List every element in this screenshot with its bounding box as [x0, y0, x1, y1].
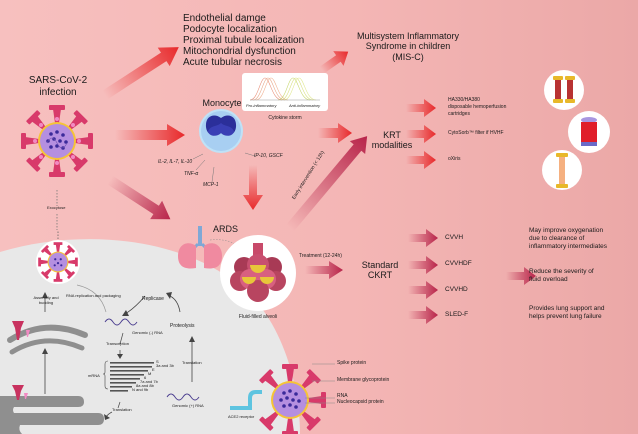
ckrt-mode-cvvh: CVVH: [445, 234, 464, 241]
tnf-alpha-label: TNF-α: [184, 171, 199, 177]
ards-label: ARDS: [213, 224, 239, 234]
krt-modalities-label: KRT modalities: [371, 130, 413, 151]
kidney-effect-item: Acute tubular necrosis: [183, 57, 282, 68]
anti-inflammatory-label: Anti-inflammatory: [289, 103, 321, 108]
ace2-receptor: [230, 390, 262, 410]
ckrt-benefit-fluid-overload: Reduce the severity of fluid overload: [529, 268, 594, 283]
genomic-pos-rna-wave: [166, 393, 200, 401]
transcription-label: Transcription: [106, 341, 129, 346]
krt-option-ha330: HA330/HA380 disposable hemoperfusion car…: [448, 97, 507, 117]
infection-title: SARS-CoV-2 infection: [28, 75, 88, 98]
budding-virus: [38, 242, 78, 282]
kidney-effect-item: Mitochondrial dysfunction: [183, 46, 296, 57]
spike-protein-label: Spike protein: [337, 360, 367, 366]
ha330-cartridges-illustration: [544, 70, 584, 110]
assembly-budding-label: Assembly and budding: [33, 295, 59, 305]
translation-bottom-label: Translation: [112, 407, 132, 412]
sars-cov-2-virus: [21, 105, 93, 177]
ckrt-mode-cvvhdf: CVVHDF: [445, 260, 472, 267]
membrane-glycoprotein-label: Membrane glycoprotein: [337, 377, 390, 383]
rna-label: RNA: [337, 393, 348, 399]
standard-ckrt-label: Standard CKRT: [361, 260, 399, 281]
ckrt-benefit-lung-support: Provides lung support and helps prevent …: [529, 305, 605, 320]
endoplasmic-reticulum: [0, 396, 104, 434]
cytokines-left-label: IL-2, IL-7, IL-10: [158, 159, 193, 165]
nucleocapsid-protein-label: Nucleocapsid protein: [337, 399, 384, 405]
lungs-illustration: [178, 226, 222, 269]
rna-replication-label: RNA replication and packaging: [66, 293, 121, 298]
kidney-effect-item: Proximal tubule localization: [183, 35, 305, 46]
kidney-effect-item: Podocyte localization: [183, 24, 277, 35]
treatment-label: Treatment (12-24h): [299, 253, 342, 259]
oxiris-filter-illustration: [542, 150, 582, 190]
kidney-effect-item: Endothelial damge: [183, 13, 266, 24]
mrna-bands: [110, 362, 154, 392]
ckrt-benefit-oxygenation: May improve oxygenation due to clearance…: [529, 227, 608, 250]
genomic-neg-rna-wave: [104, 318, 138, 326]
genomic-neg-rna-label: Genomic (-) RNA: [132, 330, 163, 335]
pro-inflammatory-label: Pro-inflammatory: [246, 103, 277, 108]
krt-option-cytosorb: CytoSorb™ filter if HVHF: [448, 130, 504, 136]
kidney-effects-list: Endothelial damge Podocyte localization …: [183, 13, 304, 68]
mrna-label: mRNA: [88, 373, 100, 378]
exocytosis-label: Exocytose: [47, 205, 66, 210]
ckrt-mode-sled-f: SLED-F: [445, 311, 469, 318]
fluid-filled-alveoli-illustration: [230, 243, 286, 302]
translation-right-label: Translation: [182, 360, 202, 365]
cytosorb-filter-illustration: [568, 111, 610, 153]
monocyte-cell: [199, 109, 243, 153]
krt-option-oxiris: oXiris: [448, 156, 461, 162]
mcp-1-label: MCP-1: [203, 182, 219, 188]
monocyte-label: Monocyte: [202, 98, 242, 108]
mrna-band-labels: S 3a and 3b E M 6 7a and 7b 8a and 8b N …: [132, 359, 174, 392]
golgi-lower: [9, 338, 85, 355]
fluid-filled-alveoli-label: Fluid-filled alveoli: [238, 314, 278, 320]
proteolysis-label: Proteolysis: [170, 323, 195, 329]
cytokines-right-label: IP-10, GSCF: [254, 153, 283, 159]
cytokine-storm-chart: [242, 73, 328, 111]
ckrt-mode-cvvhd: CVVHD: [445, 286, 468, 293]
ace2-receptor-label: ACE2 receptor: [228, 414, 255, 419]
mis-c-label: Multisystem Inflammatory Syndrome in chi…: [356, 31, 460, 62]
replicase-label: Replicase: [142, 296, 164, 302]
cytokine-storm-label: Cytokine storm: [268, 115, 302, 121]
genomic-pos-rna-label: Genomic (+) RNA: [172, 403, 204, 408]
